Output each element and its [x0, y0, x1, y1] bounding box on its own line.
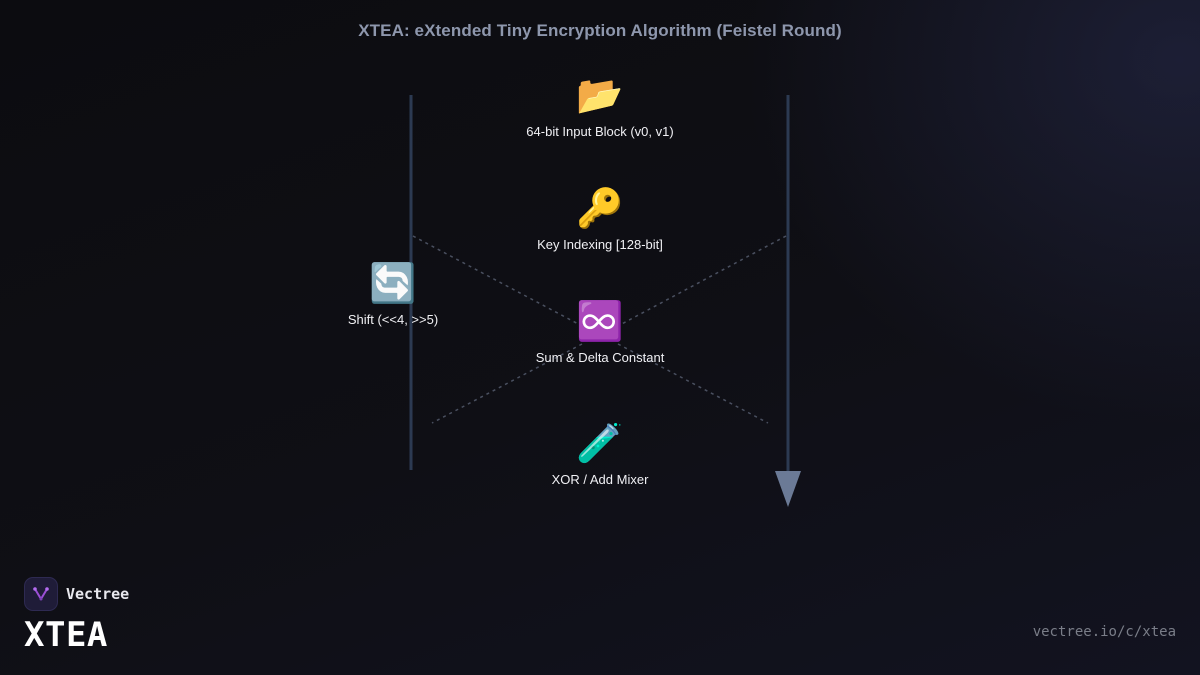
- diagram-title: XTEA: eXtended Tiny Encryption Algorithm…: [358, 21, 842, 40]
- vectree-logo-icon: [24, 577, 58, 611]
- node-xor-label: XOR / Add Mixer: [551, 472, 649, 487]
- cross-line-center-to-left: [431, 343, 583, 424]
- node-sum-label: Sum & Delta Constant: [535, 350, 665, 365]
- node-shift: 🔄 Shift (<<4, >>5): [283, 262, 503, 327]
- output-arrow-head: [775, 471, 801, 507]
- cross-line-center-to-right: [617, 343, 769, 424]
- product-name: XTEA: [24, 615, 108, 655]
- key-icon: 🔑: [576, 188, 624, 230]
- brand-block: Vectree XTEA: [24, 577, 129, 655]
- infinity-icon: ♾️: [576, 301, 624, 343]
- open-folder-icon: 📂: [576, 75, 624, 117]
- node-input-label: 64-bit Input Block (v0, v1): [526, 124, 674, 139]
- node-xor-mixer: 🧪 XOR / Add Mixer: [490, 422, 710, 487]
- node-input-block: 📂 64-bit Input Block (v0, v1): [490, 74, 710, 139]
- brand-name: Vectree: [66, 585, 130, 603]
- arrows-cycle-icon: 🔄: [369, 263, 417, 305]
- node-key-indexing: 🔑 Key Indexing [128-bit]: [490, 187, 710, 252]
- course-url: vectree.io/c/xtea: [1032, 624, 1176, 640]
- node-shift-label: Shift (<<4, >>5): [347, 312, 439, 327]
- node-key-label: Key Indexing [128-bit]: [537, 237, 663, 252]
- test-tube-icon: 🧪: [576, 423, 624, 465]
- node-sum-delta: ♾️ Sum & Delta Constant: [490, 300, 710, 365]
